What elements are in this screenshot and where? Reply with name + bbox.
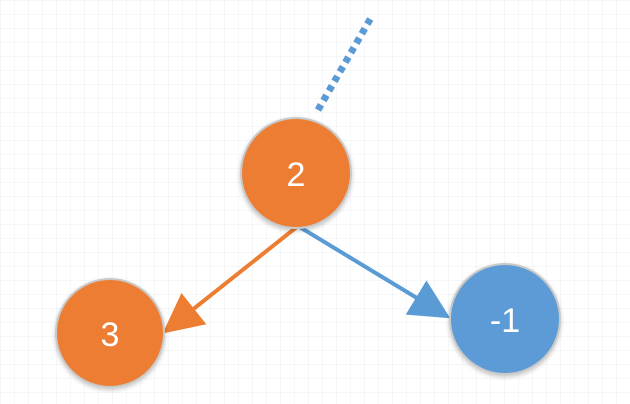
node-left-child-circle (55, 278, 165, 388)
node-left-child-label: 3 (101, 316, 120, 354)
node-root-label: 2 (287, 156, 306, 194)
edge-root-to-left (162, 224, 300, 334)
node-left-child: 3 (55, 278, 165, 388)
node-root: 2 (240, 117, 352, 229)
node-right-child: -1 (449, 263, 561, 375)
node-right-child-circle (449, 263, 561, 375)
node-right-child-label: -1 (490, 302, 520, 340)
edge-parent-link (314, 14, 376, 112)
edge-root-to-right (296, 224, 451, 319)
node-root-circle (240, 117, 352, 229)
